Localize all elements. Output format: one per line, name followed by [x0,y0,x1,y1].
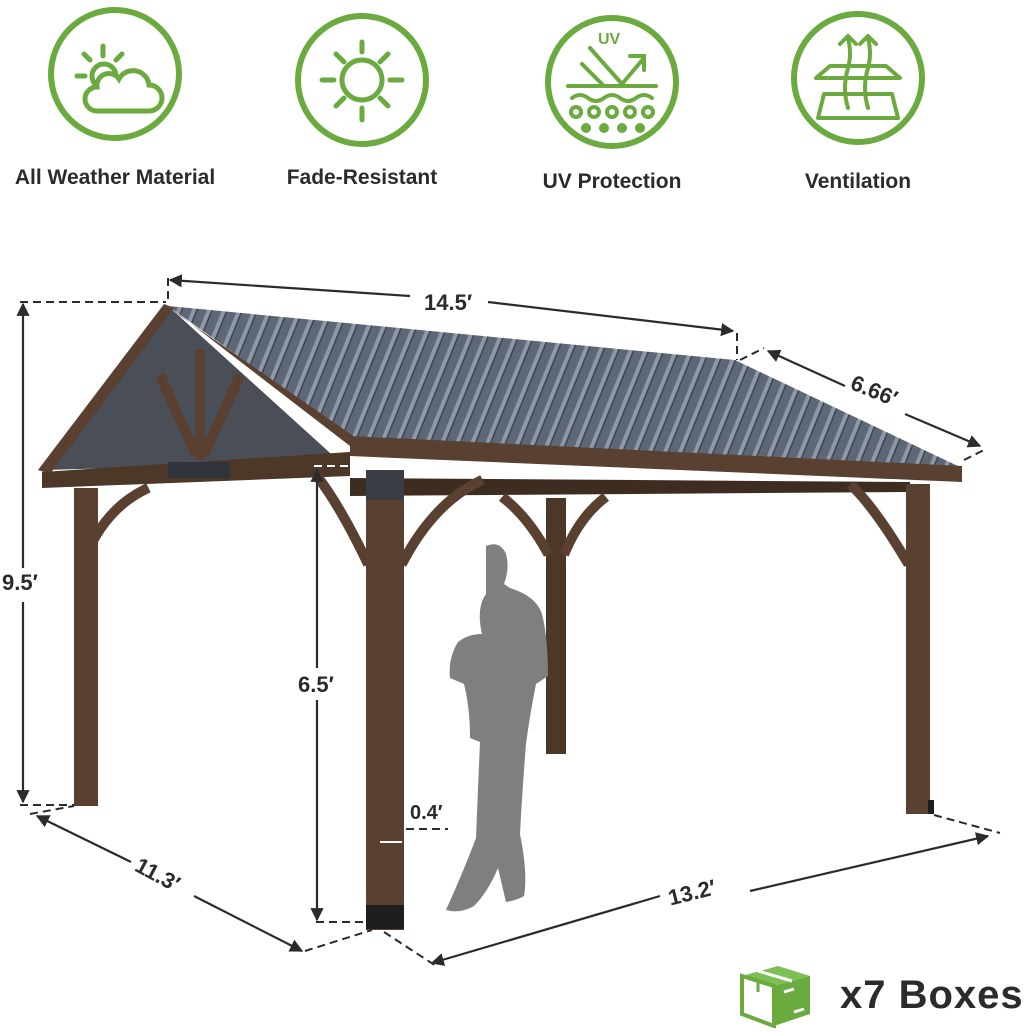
post-front-center [366,470,404,930]
post-right [906,484,930,814]
package-box-icon [740,966,810,1028]
eave-beam [350,436,962,482]
post-back-center [546,498,566,754]
gable-fascia [38,304,174,474]
feature-label: Ventilation [804,170,912,193]
dim-total-height: 9.5′ [2,570,38,595]
sun-icon [295,13,429,147]
package-count: x7 Boxes [738,962,1024,1028]
gable-fascia-right [168,306,362,446]
uv-shield-icon: UV [545,15,679,149]
feature-label: Fade-Resistant [286,166,438,189]
feature-label: UV Protection [542,170,682,193]
person-silhouette [446,544,548,912]
package-label: x7 Boxes [840,972,1024,1017]
dim-clearance-height: 6.5′ [298,672,334,697]
roof-panel [168,306,962,468]
feature-label: All Weather Material [14,166,216,189]
ventilation-arrows-icon [791,11,925,145]
gable-underside [42,306,340,470]
sun-cloud-icon [48,7,182,141]
back-beam [350,478,910,496]
dim-roof-length: 14.5′ [424,290,473,315]
dim-post-width: 0.4′ [410,802,443,824]
svg-text:UV: UV [598,31,621,48]
